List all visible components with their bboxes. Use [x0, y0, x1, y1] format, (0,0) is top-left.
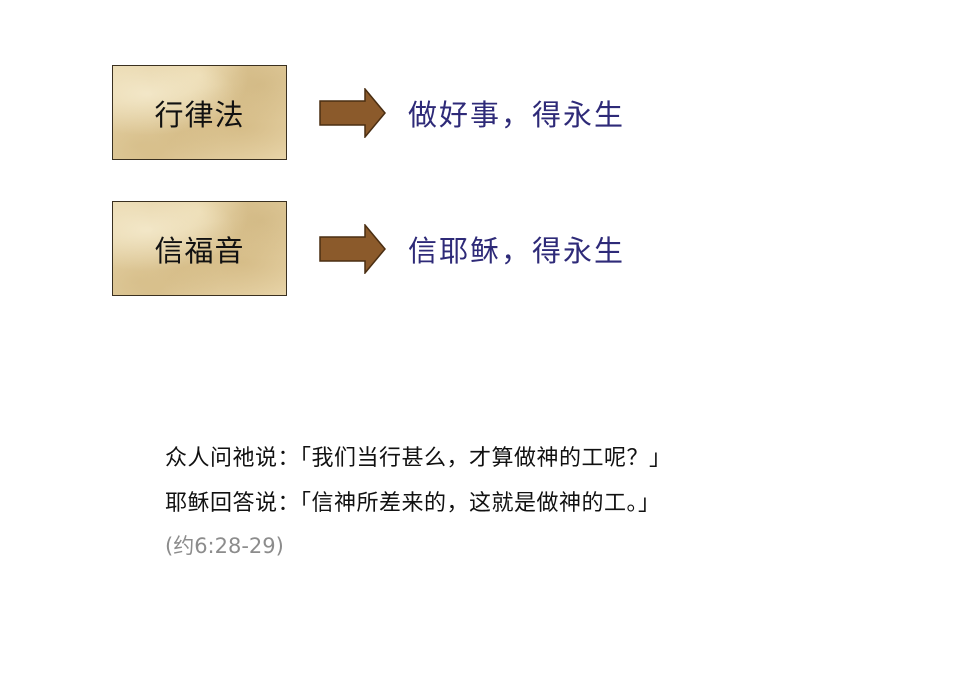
law-result-text: 做好事，得永生	[408, 98, 626, 132]
quote-line-question: 众人问祂说：「我们当行甚么，才算做神的工呢？」	[165, 446, 672, 471]
right-arrow-icon	[319, 224, 386, 274]
gospel-box-label: 信福音	[154, 233, 245, 268]
law-box-label: 行律法	[154, 97, 245, 132]
law-box: 行律法	[112, 65, 287, 160]
gospel-box: 信福音	[112, 201, 287, 296]
quote-line-answer: 耶稣回答说：「信神所差来的，这就是做神的工。」	[165, 491, 661, 516]
right-arrow-icon	[319, 88, 386, 138]
gospel-result-text: 信耶稣，得永生	[408, 234, 626, 268]
scripture-reference: (约6:28-29)	[165, 534, 284, 558]
